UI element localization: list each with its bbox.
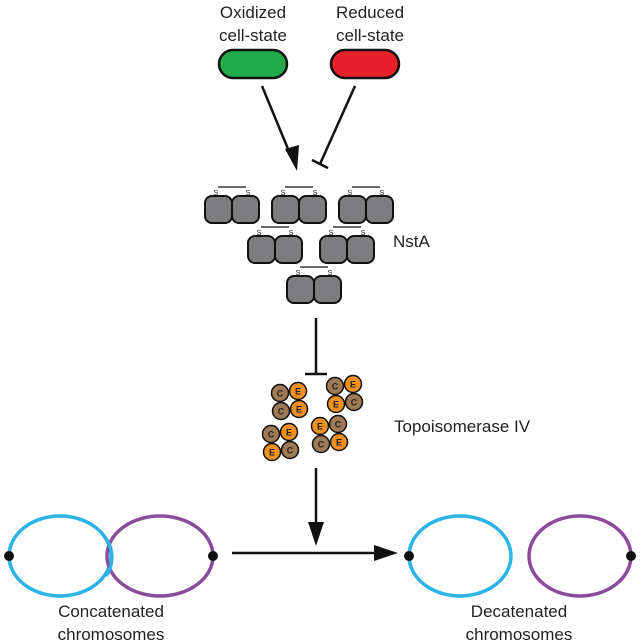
topo-subunit-e — [329, 432, 349, 452]
oxidized-label-line2: cell-state — [219, 26, 287, 45]
inhibition-line-reduced — [318, 85, 357, 165]
topo-subunit-c — [344, 392, 364, 412]
oxidized-state-pill — [217, 48, 289, 80]
topo-subunit-e — [262, 442, 282, 462]
concatenated-chromosome-a — [7, 514, 113, 598]
topo-subunit-c — [328, 414, 348, 434]
reduced-label-line2: cell-state — [336, 26, 404, 45]
sulfur-label: S — [289, 230, 294, 237]
subunit-letter: C — [287, 445, 294, 455]
sulfur-label: S — [296, 270, 301, 277]
origin-dot-decatenated-b — [626, 551, 636, 561]
subunit-letter: C — [268, 429, 275, 439]
sulfur-label: S — [246, 190, 251, 197]
nsta-monomer — [298, 195, 327, 224]
nsta-monomer — [274, 235, 303, 264]
topo-subunit-e — [289, 399, 309, 419]
concatenated-chromosome-b — [105, 514, 215, 598]
sulfur-label: S — [380, 190, 385, 197]
sulfur-label: S — [329, 230, 334, 237]
topo-subunit-c — [261, 424, 281, 444]
topo-subunit-e — [288, 381, 308, 401]
origin-dot-decatenated-a — [404, 551, 414, 561]
nsta-monomer — [338, 195, 367, 224]
topo-label: Topoisomerase IV — [394, 417, 531, 436]
sulfur-label: S — [257, 230, 262, 237]
nsta-label: NstA — [393, 232, 431, 251]
topo-subunit-e — [310, 416, 330, 436]
nsta-monomer — [286, 275, 315, 304]
topo-subunit-c — [271, 401, 291, 421]
topo-subunit-c — [280, 440, 300, 460]
decatenated-label-line2: chromosomes — [466, 625, 573, 644]
subunit-letter: E — [296, 404, 302, 414]
subunit-letter: E — [350, 379, 356, 389]
subunit-letter: C — [351, 397, 358, 407]
nsta-monomer — [271, 195, 300, 224]
sulfur-label: S — [328, 270, 333, 277]
topo-subunit-e — [343, 374, 363, 394]
subunit-letter: E — [333, 399, 339, 409]
concatenated-label-line2: chromosomes — [58, 625, 165, 644]
decatenated-label-line1: Decatenated — [471, 602, 567, 621]
subunit-letter: E — [269, 447, 275, 457]
reduced-state-pill — [329, 48, 401, 80]
nsta-monomer — [319, 235, 348, 264]
nsta-monomer — [313, 275, 342, 304]
nsta-monomer — [346, 235, 375, 264]
nsta-monomer — [204, 195, 233, 224]
topo-arrowhead — [308, 522, 324, 546]
subunit-letter: C — [335, 419, 342, 429]
sulfur-label: S — [281, 190, 286, 197]
subunit-letter: C — [278, 406, 285, 416]
oxidized-label-line1: Oxidized — [220, 3, 286, 22]
topo-subunit-e — [279, 422, 299, 442]
subunit-letter: E — [336, 437, 342, 447]
topo-subunit-c — [270, 383, 290, 403]
nsta-monomer — [247, 235, 276, 264]
activation-arrowhead — [285, 145, 299, 171]
nsta-monomer — [365, 195, 394, 224]
subunit-letter: C — [318, 439, 325, 449]
subunit-letter: E — [317, 421, 323, 431]
subunit-letter: C — [332, 381, 339, 391]
sulfur-label: S — [214, 190, 219, 197]
decatenation-arrowhead — [374, 545, 398, 561]
nsta-monomer — [231, 195, 260, 224]
reduced-label-line1: Reduced — [336, 3, 404, 22]
subunit-letter: E — [295, 386, 301, 396]
topo-subunit-e — [326, 394, 346, 414]
decatenated-chromosome-b — [527, 514, 633, 598]
sulfur-label: S — [348, 190, 353, 197]
origin-dot-concatenated-b — [208, 551, 218, 561]
inhibition-bar-reduced — [311, 158, 329, 170]
subunit-letter: E — [286, 427, 292, 437]
subunit-letter: C — [277, 388, 284, 398]
concatenated-link-overlap — [102, 534, 114, 577]
origin-dot-concatenated-a — [4, 551, 14, 561]
topo-subunit-c — [325, 376, 345, 396]
sulfur-label: S — [361, 230, 366, 237]
concatenated-label-line1: Concatenated — [58, 602, 164, 621]
decatenated-chromosome-a — [407, 514, 513, 598]
sulfur-label: S — [313, 190, 318, 197]
topo-subunit-c — [311, 434, 331, 454]
